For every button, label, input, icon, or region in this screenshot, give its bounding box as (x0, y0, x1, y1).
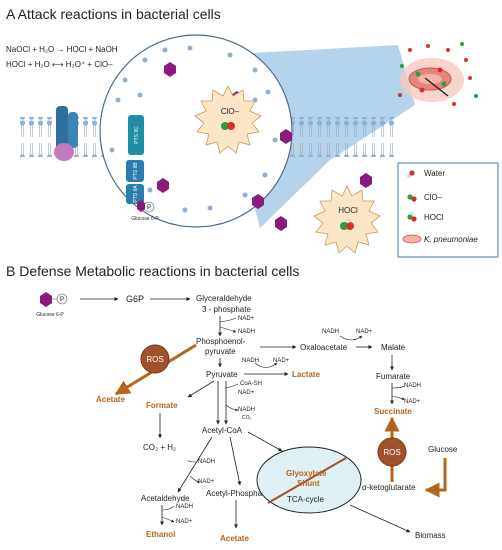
arrow-acetylphosphate (229, 436, 242, 486)
node-gap-1: Glyceraldehyde (196, 294, 252, 303)
ald-nadplus: NAD+ (198, 479, 215, 485)
kpn-icon (402, 234, 422, 244)
pep-nadh: NADH (238, 329, 255, 335)
hocl-molecule-red (346, 222, 354, 230)
eth-nadh: NADH (176, 504, 193, 510)
phosphate-label-b: P (60, 297, 64, 303)
node-pep-2: pyruvate (205, 347, 236, 356)
hexagon-marker-outside (360, 173, 372, 188)
node-biomass: Biomass (415, 531, 446, 540)
suc-nadplus: NAD+ (404, 399, 421, 405)
clo-starburst (194, 85, 262, 154)
node-co2h2: CO₂ + H₂ (143, 443, 176, 452)
glucose-hexagon-a (137, 200, 145, 212)
node-acetylcoa: Acetyl-CoA (202, 426, 243, 435)
arrow-tca (247, 431, 283, 452)
glyoxylate-line (267, 457, 347, 504)
node-malate: Malate (381, 343, 406, 352)
lac-nadplus: NAD+ (273, 358, 290, 364)
node-acetaldehyde: Acetaldehyde (141, 494, 190, 503)
water-icon (409, 170, 415, 176)
legend-hocl: HOCl (424, 213, 444, 222)
eth-nadplus: NAD+ (176, 519, 193, 525)
suc-nadh: NADH (404, 383, 421, 389)
glucose-arrow (424, 458, 447, 498)
acoa-nadh: NADH (238, 407, 255, 413)
legend-kpn: K. pneumoniae (424, 235, 478, 244)
hocl-starburst-label: HOCl (338, 206, 358, 215)
ros-circle-right (377, 437, 407, 467)
panel-a-title: A Attack reactions in bacterial cells (6, 6, 221, 22)
node-acetate-1: Acetate (96, 395, 125, 404)
hocl-molecule-h (345, 218, 351, 224)
pts-proteins: PTS IIC PTS IIB PTS IIA (126, 115, 144, 204)
mal-nadh: NADH (322, 329, 339, 335)
node-acetylphosphate: Acetyl-Phosphate (206, 489, 269, 498)
pep-nadplus: NAD+ (238, 316, 255, 322)
arrow-acetaldehyde (177, 436, 213, 493)
node-ethanol: Ethanol (146, 530, 175, 539)
arrow-formate (187, 380, 215, 398)
pts-label-3: PTS IIA (133, 185, 139, 203)
node-glucose: Glucose (428, 445, 458, 454)
node-formate: Formate (146, 401, 178, 410)
hexagon-marker-outside-2 (275, 216, 287, 231)
clo-icon (407, 194, 413, 200)
magnified-view (99, 34, 293, 228)
node-lactate: Lactate (292, 370, 321, 379)
hocl-icon (407, 214, 413, 220)
glucose6p-label-a: Glucose 6-P (131, 216, 159, 222)
node-acetate-2: Acetate (220, 534, 249, 543)
ros-circle-left (140, 344, 170, 374)
lac-nadh: NADH (242, 358, 259, 364)
clo-molecule-green (221, 122, 229, 130)
legend-clo: ClO– (424, 193, 443, 202)
transporter-protein (54, 106, 78, 161)
node-pep-1: Phosphoenol- (196, 337, 246, 346)
node-pyruvate: Pyruvate (206, 370, 238, 379)
pts-label-2: PTS IIB (133, 162, 139, 180)
node-gap-2: 3 - phosphate (202, 305, 251, 314)
bacteria-cluster (398, 42, 478, 106)
glyoxylate-2: Shunt (297, 479, 320, 488)
clo-molecule-red (227, 122, 235, 130)
node-akg: α-ketoglutarate (362, 483, 416, 492)
equation-1: NaOCl + H₂O → HOCl + NaOH (6, 45, 118, 54)
arrow-biomass (349, 504, 411, 533)
mal-nadplus: NAD+ (356, 329, 373, 335)
acoa-co2: CO₂ (242, 415, 252, 421)
legend-water: Water (424, 169, 445, 178)
ros-label-right: ROS (383, 448, 400, 457)
clo-starburst-label: ClO– (221, 107, 240, 116)
acoa-nadplus: NAD+ (238, 390, 255, 396)
tca-label: TCA-cycle (287, 495, 324, 504)
phosphate-label: P (147, 205, 151, 211)
node-succinate: Succinate (374, 407, 412, 416)
equation-2: HOCl + H₂O ⟷ H₃O⁺ + ClO– (6, 60, 113, 69)
glucose6p-label-b: Glucose 6-P (36, 312, 64, 318)
glyoxylate-1: Glyoxylate (286, 469, 327, 478)
hocl-molecule-green (340, 222, 348, 230)
ald-nadh: NADH (198, 459, 215, 465)
node-oxaloacetate: Oxaloacetate (300, 343, 348, 352)
panel-b-title: B Defense Metabolic reactions in bacteri… (6, 263, 299, 279)
node-fumarate: Fumarate (376, 372, 411, 381)
pts-label-1: PTS IIC (134, 126, 140, 144)
glucose-hexagon-b (40, 292, 52, 307)
ros-label-left: ROS (146, 355, 163, 364)
coa-sh: CoA-SH (240, 381, 262, 387)
node-g6p: G6P (126, 294, 144, 304)
